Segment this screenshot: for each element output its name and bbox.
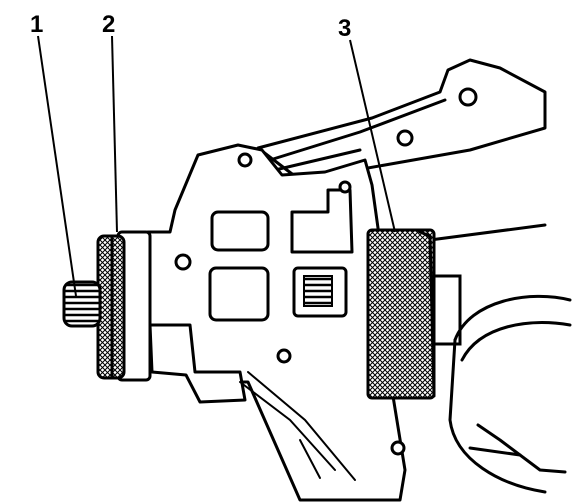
bolt-hole [237,152,253,168]
housing-window-upper-left [210,210,270,252]
leader-line-3 [349,39,396,233]
upper-bracket [256,58,547,242]
callout-1: 1 [30,11,43,38]
housing [146,143,407,502]
knurled-ring [96,234,126,380]
callout-2: 2 [102,11,115,38]
callout-3: 3 [338,15,351,42]
leader-lines [37,35,396,297]
leader-line-2 [111,35,118,233]
knurled-gear [366,228,462,400]
bolt-hole [174,253,192,271]
leader-line-1 [37,35,77,297]
internal-spring [303,275,333,307]
housing-window-lower-left [208,266,270,322]
threaded-adjuster [62,280,102,328]
bore-assembly [448,294,572,494]
bolt-hole [276,348,292,364]
bolt-hole [338,180,352,194]
gear-hub [432,274,462,346]
